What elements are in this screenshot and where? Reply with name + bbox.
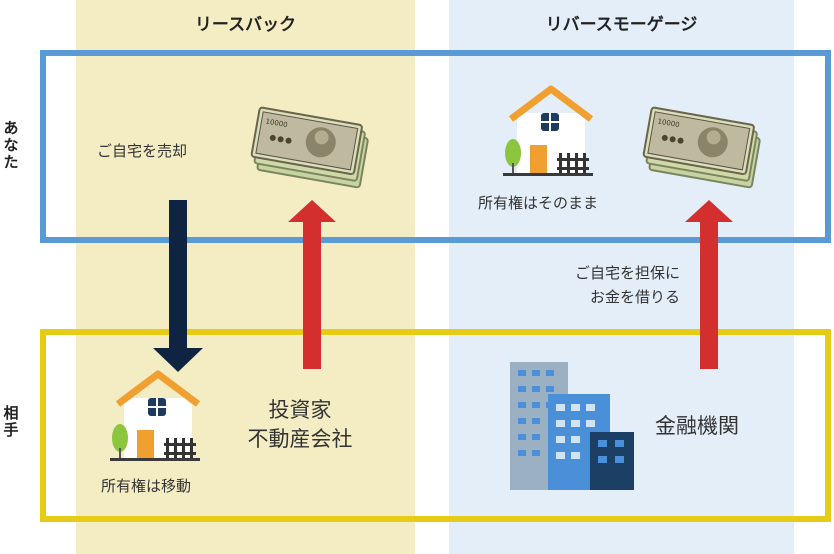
leaseback-column-title: リースバック [194, 15, 297, 35]
ownership-moves-text: 所有権は移動 [101, 477, 192, 495]
payment-up-arrow-reverse [685, 200, 733, 369]
banknote-value-label: 10000 [657, 117, 680, 129]
reverse-mortgage-column-title: リバースモーゲージ [545, 15, 698, 35]
ownership-stays-text: 所有権はそのまま [478, 194, 599, 212]
counterparty-row-label: 相手 [3, 404, 19, 439]
borrow-note-line2: お金を借りる [589, 288, 680, 306]
you-row-frame [40, 50, 831, 243]
financial-institution-label: 金融機関 [655, 414, 739, 438]
investor-label: 投資家 不動産会社 [247, 398, 353, 451]
counterparty-row-frame [40, 329, 831, 522]
banknote-value-label: 10000 [265, 117, 288, 129]
leaseback-column-bg [76, 0, 415, 554]
sell-down-arrow [153, 200, 203, 372]
you-row-label: あなた [3, 119, 19, 171]
banknote-stack-icon: 10000 [250, 106, 369, 189]
house-icon [110, 370, 201, 461]
sell-home-text: ご自宅を売却 [97, 142, 188, 160]
payment-up-arrow-leaseback [288, 200, 336, 369]
banknote-stack-icon: 10000 [642, 106, 761, 189]
financial-institution-building-icon [510, 362, 634, 490]
borrow-note-line1: ご自宅を担保に [574, 264, 680, 282]
house-icon [503, 85, 594, 176]
